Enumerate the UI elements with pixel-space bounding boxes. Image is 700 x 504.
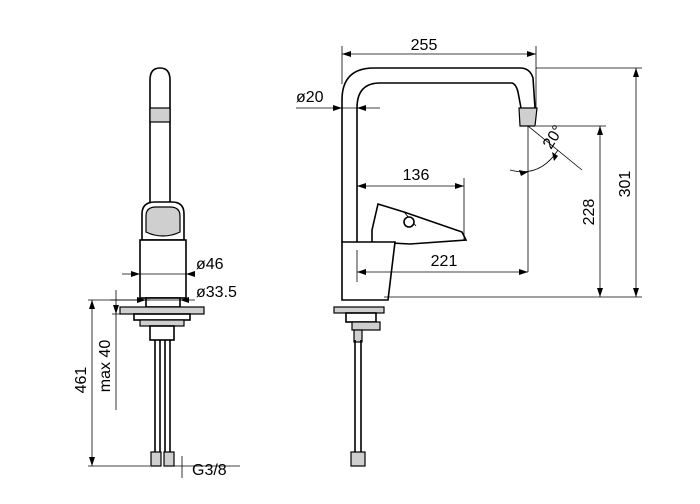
dim-base-diameter: ø33.5 bbox=[196, 284, 237, 301]
side-aerator bbox=[518, 107, 538, 127]
dim-spout-height: 228 bbox=[581, 199, 598, 226]
dim-spout-diameter: ø20 bbox=[296, 89, 324, 106]
side-body bbox=[341, 241, 396, 301]
dim-max-deck: max 40 bbox=[97, 340, 114, 393]
dim-body-diameter: ø46 bbox=[196, 256, 224, 273]
front-view bbox=[88, 67, 240, 478]
side-view bbox=[296, 46, 642, 467]
front-body bbox=[139, 239, 187, 299]
dim-connection-thread: G3/8 bbox=[192, 462, 227, 479]
side-lever bbox=[371, 202, 468, 245]
dim-supply-length: 461 bbox=[73, 367, 90, 394]
front-base-plate bbox=[119, 306, 205, 315]
dim-spout-reach: 255 bbox=[411, 37, 438, 54]
aerator-ring bbox=[149, 107, 171, 123]
dim-angle: 20° bbox=[540, 123, 567, 153]
dim-lever-reach: 136 bbox=[403, 167, 430, 184]
dim-total-height: 301 bbox=[617, 171, 634, 198]
dim-body-reach: 221 bbox=[431, 253, 458, 270]
